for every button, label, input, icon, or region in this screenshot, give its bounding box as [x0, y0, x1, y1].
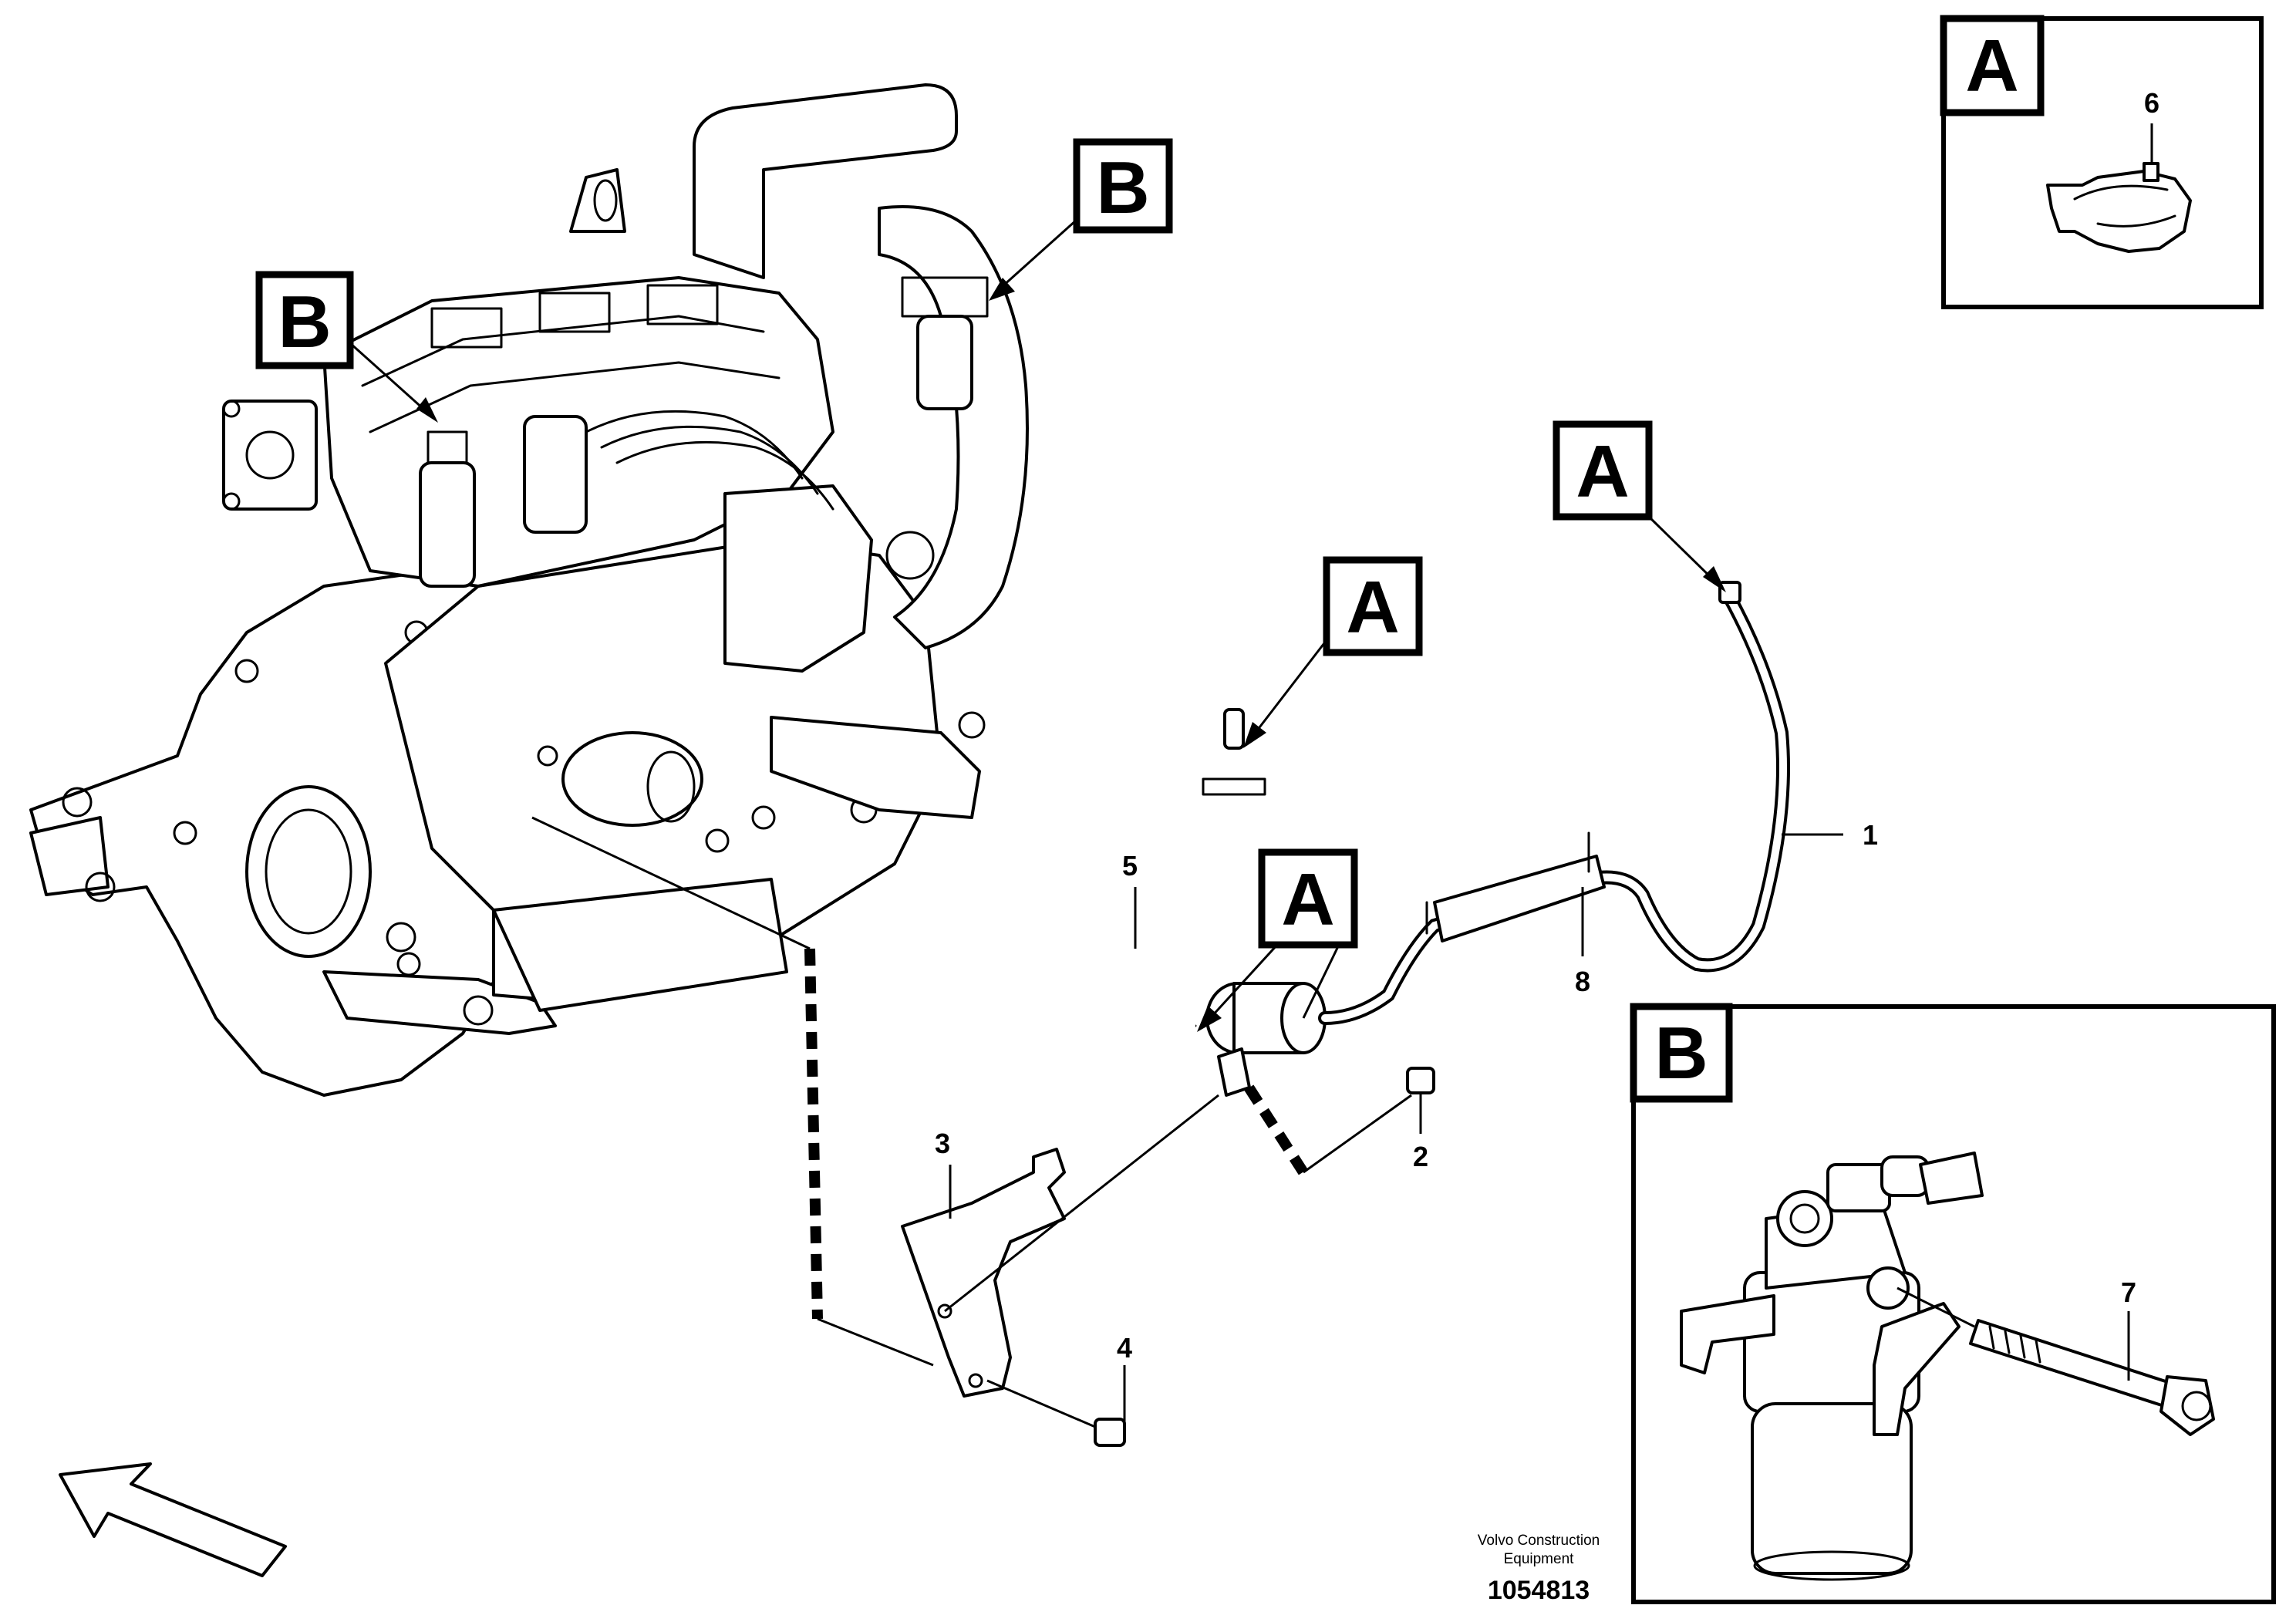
svg-text:8: 8	[1575, 966, 1590, 997]
callout-a-hose-top: A	[1553, 420, 1726, 592]
svg-text:1: 1	[1863, 819, 1878, 851]
callout-b-engine-right: B	[989, 138, 1173, 301]
bolt-part-4	[986, 1365, 1126, 1447]
bracket-part	[901, 1094, 1219, 1398]
callout-a-hose-top-label: A	[1576, 430, 1629, 513]
svg-text:5: 5	[1122, 850, 1138, 882]
engine-illustration	[29, 83, 1029, 1097]
bolt-part-2	[1406, 1067, 1435, 1134]
callout-b-engine-left-label: B	[278, 281, 331, 363]
callout-a-hose-mid: A	[1243, 556, 1423, 748]
dashed-line-engine-to-bracket	[804, 948, 823, 1320]
dashed-line-filter-to-bolt	[1229, 1061, 1308, 1175]
hose-part-8	[1318, 581, 1790, 1025]
maker-line-1: Volvo Construction	[1478, 1533, 1600, 1549]
callout-a-filter: A	[1197, 848, 1358, 1032]
part-label-5: 5	[1122, 850, 1138, 949]
callout-b-engine-right-label: B	[1096, 147, 1149, 229]
part-label-4: 4	[1117, 1332, 1132, 1364]
maker-line-2: Equipment	[1504, 1551, 1575, 1567]
part-label-8: 8	[1575, 887, 1590, 997]
part-label-1: 1	[1782, 819, 1878, 851]
leader-engine-to-bracket	[531, 816, 934, 1367]
hose-part-5	[1129, 708, 1266, 1030]
part-label-2: 2	[1413, 1141, 1428, 1172]
direction-arrow-icon	[59, 1462, 287, 1577]
leader-filter-to-bolt	[1303, 1094, 1412, 1174]
footer-credits: Volvo Construction Equipment 1054813	[1478, 1533, 1600, 1605]
svg-text:3: 3	[935, 1128, 950, 1159]
svg-text:2: 2	[1413, 1141, 1428, 1172]
inset-b-label: B	[1654, 1012, 1708, 1094]
part-label-6: 6	[2144, 87, 2159, 119]
inline-fuel-filter	[1205, 982, 1327, 1097]
part-label-3: 3	[935, 1128, 952, 1219]
callout-a-hose-mid-label: A	[1346, 566, 1399, 649]
callout-a-filter-label: A	[1281, 858, 1334, 941]
inset-a-clamp-detail: A 6	[1940, 15, 2264, 309]
svg-text:4: 4	[1117, 1332, 1132, 1364]
callout-b-engine-left: B	[255, 271, 438, 423]
inset-a-label: A	[1965, 25, 2018, 107]
part-label-7: 7	[2121, 1276, 2136, 1308]
drawing-number: 1054813	[1488, 1576, 1590, 1605]
inset-b-filter-detail: B 7	[1630, 1003, 2276, 1604]
